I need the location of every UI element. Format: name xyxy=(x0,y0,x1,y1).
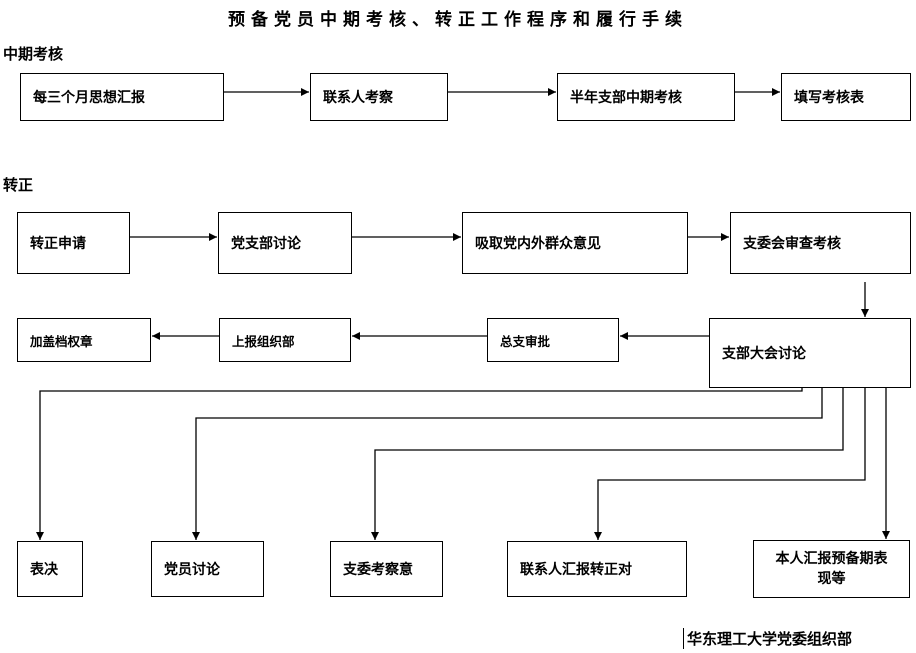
step-committee-review: 支委会审查考核 xyxy=(730,212,911,274)
step-apply: 转正申请 xyxy=(17,212,130,274)
footer-org: 华东理工大学党委组织部 xyxy=(683,628,852,649)
step-contact-review: 联系人考察 xyxy=(310,73,448,121)
step-branch-midterm: 半年支部中期考核 xyxy=(557,73,735,121)
step-thought-report: 每三个月思想汇报 xyxy=(20,73,224,121)
branch-contact xyxy=(594,388,866,540)
step-report-org: 上报组织部 xyxy=(219,318,351,362)
item-contact-report: 联系人汇报转正对 xyxy=(507,541,687,597)
step-branch-discuss: 党支部讨论 xyxy=(218,212,352,274)
item-vote: 表决 xyxy=(17,541,83,597)
step-stamp: 加盖档权章 xyxy=(17,318,151,362)
item-member-discuss: 党员讨论 xyxy=(151,541,264,597)
step-fill-form: 填写考核表 xyxy=(781,73,911,121)
item-self-report-label: 本人汇报预备期表现等 xyxy=(775,551,888,587)
item-self-report: 本人汇报预备期表现等 xyxy=(753,540,910,598)
section-label-midterm: 中期考核 xyxy=(3,45,64,63)
item-committee-opinion: 支委考察意 xyxy=(330,541,443,597)
page-title: 预备党员中期考核、转正工作程序和履行手续 xyxy=(228,10,688,30)
step-general-meeting: 支部大会讨论 xyxy=(709,318,911,388)
branch-vote xyxy=(36,388,803,540)
branch-member xyxy=(192,388,823,540)
step-collect-opinions: 吸取党内外群众意见 xyxy=(462,212,688,274)
step-general-approval: 总支审批 xyxy=(487,318,619,362)
branch-committee xyxy=(371,388,844,540)
section-label-promotion: 转正 xyxy=(3,176,34,194)
